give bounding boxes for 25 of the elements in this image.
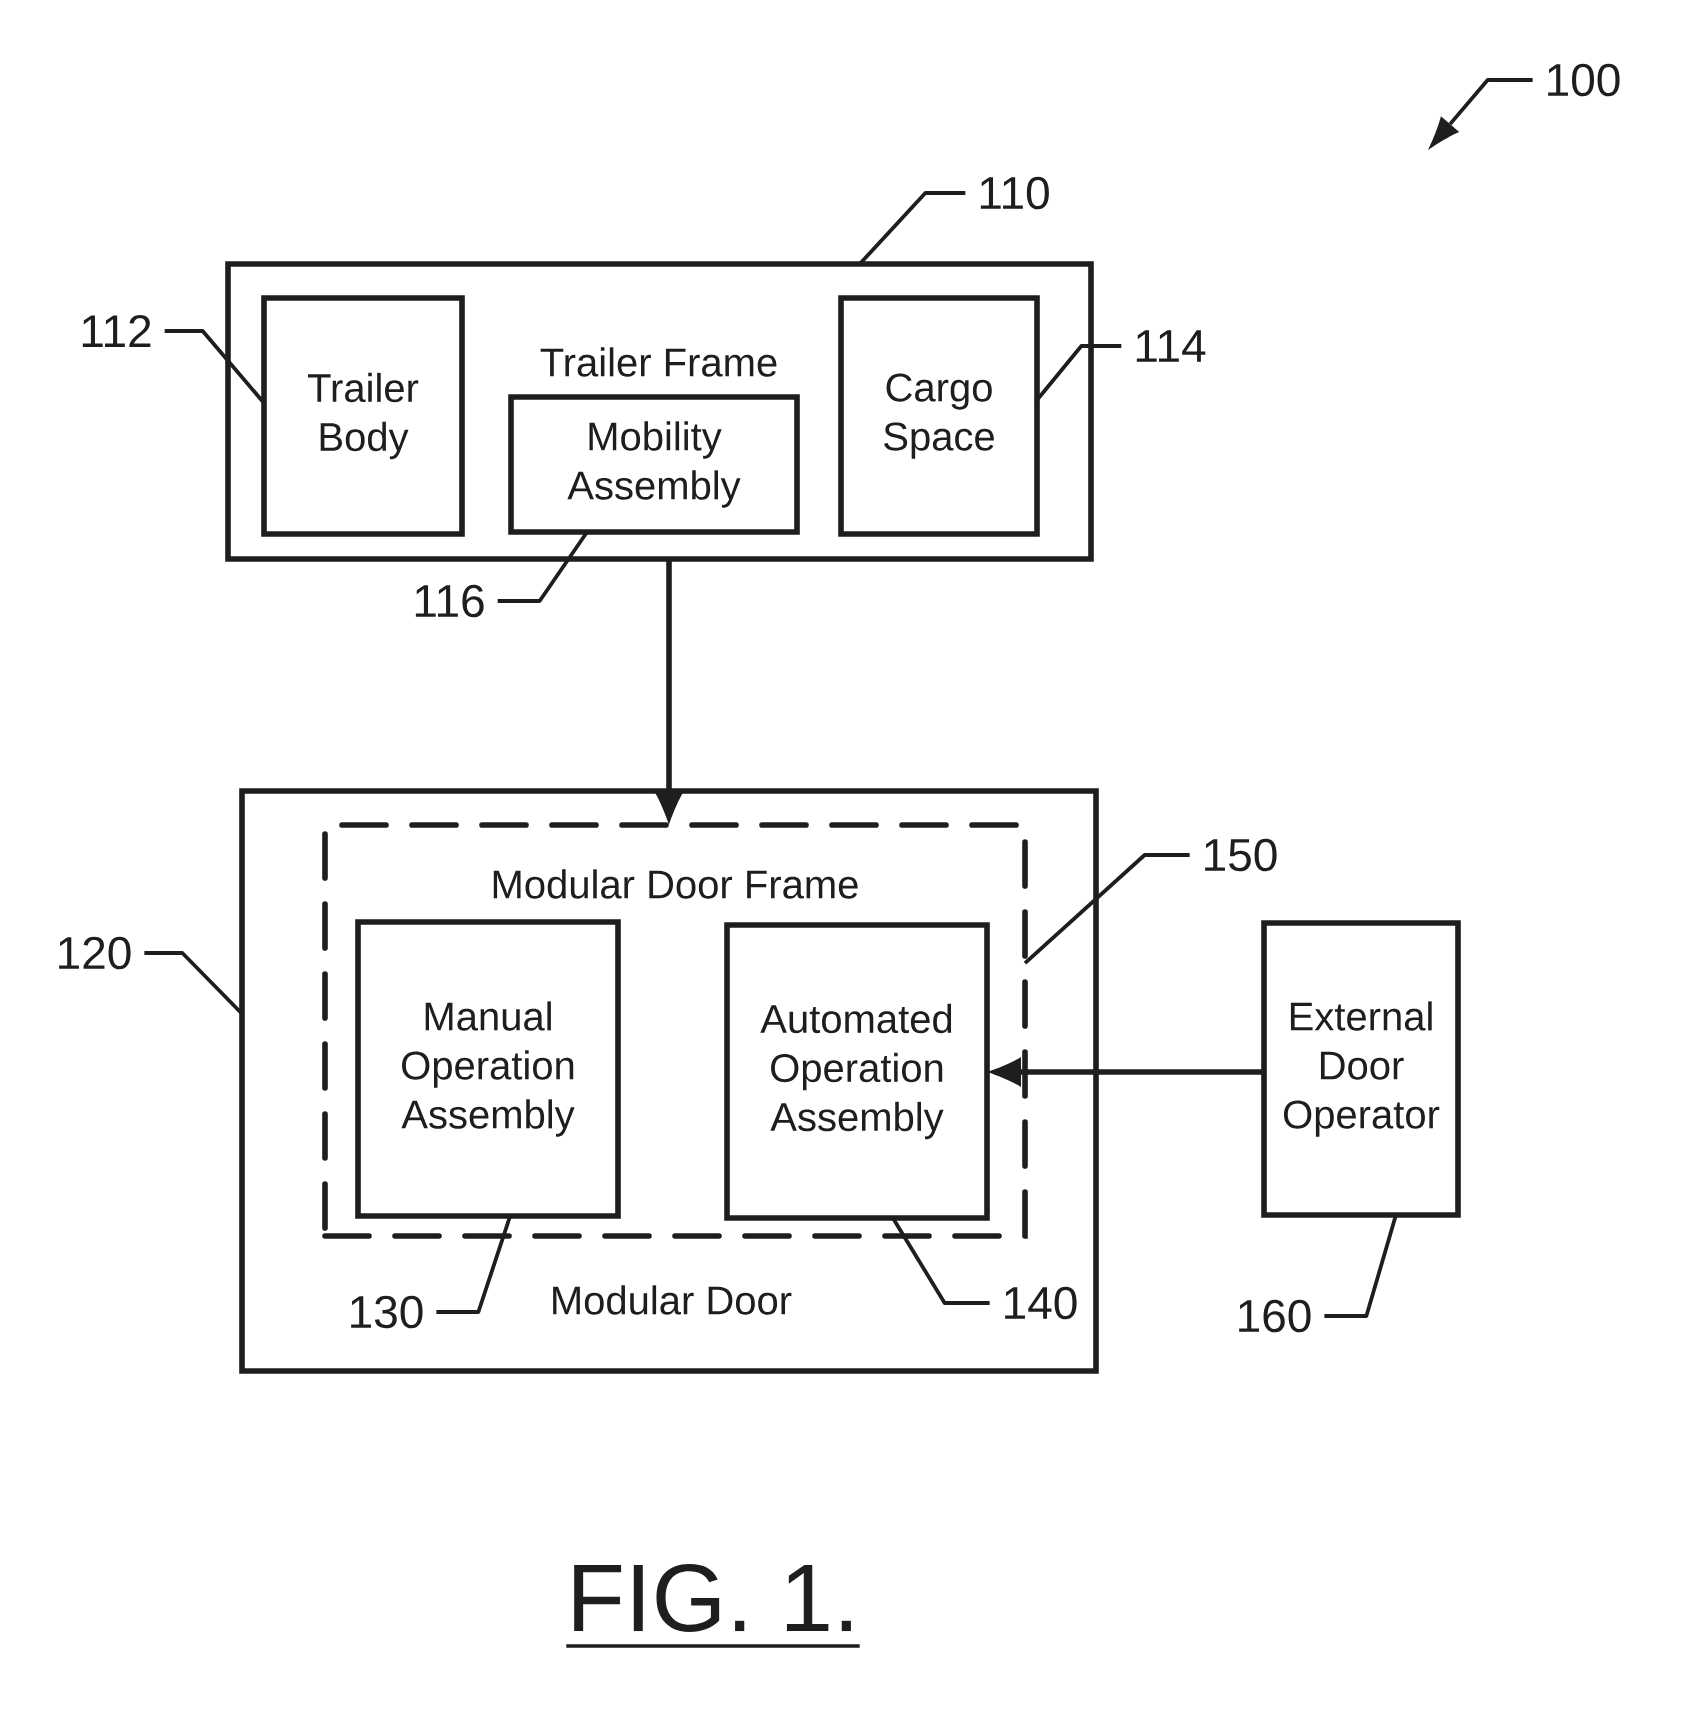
callout-number: 140 bbox=[1005, 1286, 1077, 1320]
callout-number: 114 bbox=[1136, 330, 1206, 362]
leader-line bbox=[1324, 1214, 1398, 1318]
callout-number: 130 bbox=[351, 1295, 423, 1329]
callout-number: 110 bbox=[980, 176, 1049, 210]
leader-line bbox=[497, 530, 589, 603]
leader-line bbox=[1023, 853, 1190, 965]
callout-number: 112 bbox=[82, 314, 151, 348]
figure-caption: FIG. 1. bbox=[566, 1564, 860, 1648]
leader-arrow bbox=[1428, 78, 1533, 150]
component-box: External Door Operator bbox=[1261, 920, 1461, 1218]
arrow bbox=[654, 559, 684, 825]
leader-line bbox=[891, 1217, 990, 1305]
component-box: Manual Operation Assembly bbox=[355, 919, 621, 1219]
arrow bbox=[987, 1056, 1264, 1087]
callout-number: 100 bbox=[1548, 63, 1620, 97]
callout-number: 150 bbox=[1205, 838, 1277, 872]
callout-number: 160 bbox=[1239, 1299, 1311, 1333]
leader-line bbox=[436, 1215, 512, 1314]
component-box: Cargo Space bbox=[838, 295, 1040, 537]
component-box: Trailer Body bbox=[261, 295, 465, 537]
callout-number: 120 bbox=[59, 936, 131, 970]
component-box: Automated Operation Assembly bbox=[724, 922, 990, 1221]
callout-number: 116 bbox=[415, 584, 484, 618]
component-box: Mobility Assembly bbox=[508, 394, 800, 535]
